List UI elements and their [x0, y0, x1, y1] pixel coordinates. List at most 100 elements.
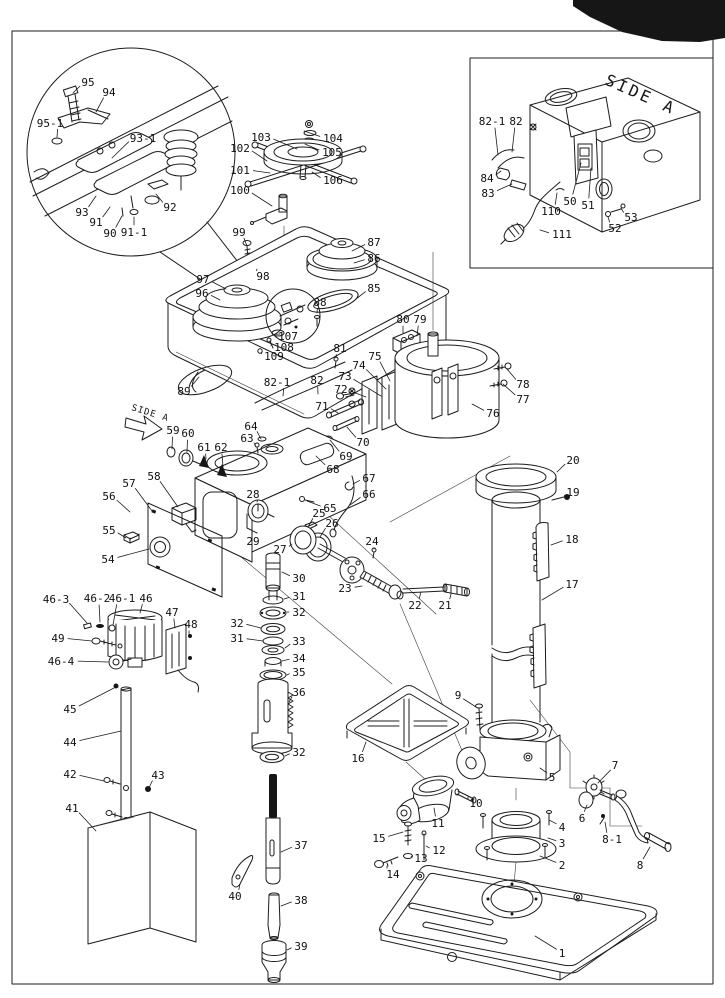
leader-line-35	[286, 673, 290, 676]
motor-shaft	[427, 333, 439, 357]
part-label-9: 9	[455, 689, 462, 702]
leader-line-39	[286, 947, 292, 951]
part-label-25: 25	[312, 507, 325, 520]
rod-71	[329, 399, 362, 418]
washer-46-2	[96, 624, 104, 628]
leader-line-64	[256, 431, 262, 440]
part-label-46-3: 46-3	[43, 593, 70, 606]
leader-line-40	[238, 883, 241, 890]
part-label-43: 43	[151, 769, 164, 782]
part-label-4: 4	[559, 821, 566, 834]
base-slot	[408, 902, 494, 926]
spring-pin-100	[278, 195, 288, 213]
part-label-8-1: 8-1	[602, 833, 622, 846]
leader-line-91	[102, 206, 111, 218]
part-label-44: 44	[63, 736, 77, 749]
rod-70	[335, 416, 358, 431]
part-label-46-1: 46-1	[109, 592, 136, 605]
circlip-31b	[262, 636, 284, 646]
leader-line-34	[281, 658, 290, 662]
part-label-1: 1	[559, 947, 566, 960]
leader-line-23	[354, 585, 363, 588]
part-label-19: 19	[566, 486, 579, 499]
wire-82	[497, 156, 525, 169]
part-label-45: 45	[63, 703, 76, 716]
part-label-70: 70	[356, 436, 369, 449]
leader-line-8-1	[604, 821, 608, 833]
part-label-62: 62	[214, 441, 227, 454]
part-label-15: 15	[372, 832, 385, 845]
leader-line-95	[72, 85, 81, 94]
leader-line-99	[243, 237, 248, 247]
part-label-13: 13	[414, 852, 427, 865]
leader-line-46-4	[77, 660, 109, 663]
inset-detail-circle	[26, 47, 236, 257]
bearing-32	[259, 606, 287, 620]
part-label-63: 63	[240, 432, 253, 445]
part-label-18: 18	[565, 533, 578, 546]
part-label-16: 16	[351, 752, 364, 765]
leader-line-73	[353, 378, 382, 397]
leader-line-15	[388, 831, 404, 837]
part-label-80: 80	[396, 313, 409, 326]
part-label-27: 27	[273, 543, 286, 556]
part-label-71: 71	[315, 400, 328, 413]
leader-line-90	[115, 215, 123, 228]
part-label-104: 104	[323, 132, 343, 145]
leader-line-19	[563, 495, 567, 497]
leader-line-84	[495, 170, 502, 176]
part-label-12: 12	[432, 844, 445, 857]
diagram-frame	[11, 30, 714, 985]
screw-48b	[188, 656, 192, 660]
part-label-8: 8	[637, 859, 644, 872]
screw-9	[475, 703, 483, 709]
rack-18a	[535, 522, 550, 582]
leader-line-71	[330, 408, 339, 414]
table-16	[345, 685, 469, 761]
screw-45	[113, 683, 119, 689]
screw-109	[257, 348, 263, 354]
leader-line-58	[159, 481, 179, 508]
leader-line-1	[534, 935, 557, 950]
clamp-flange-2	[475, 835, 557, 863]
leader-line-51	[588, 167, 592, 199]
part-label-82-1: 82-1	[479, 115, 506, 128]
guard-41-front	[87, 811, 151, 945]
part-label-17: 17	[565, 578, 578, 591]
leader-line-38	[280, 901, 292, 907]
part-label-48: 48	[184, 618, 197, 631]
spindle-37	[265, 817, 281, 885]
leader-line-47	[173, 618, 176, 629]
chuck-39	[261, 944, 287, 981]
leader-line-87	[351, 244, 366, 252]
part-label-79: 79	[413, 313, 426, 326]
spindle-threads	[269, 774, 277, 818]
clip-67	[344, 481, 354, 491]
leader-line-18	[550, 540, 563, 546]
bracket-47	[165, 623, 187, 675]
screw-77	[500, 379, 508, 387]
part-label-82: 82	[509, 115, 522, 128]
screw-49	[91, 637, 101, 645]
part-label-89: 89	[177, 385, 190, 398]
part-label-2: 2	[559, 859, 566, 872]
handle-66	[333, 475, 355, 531]
leader-line-65	[306, 500, 321, 507]
part-label-99: 99	[232, 226, 245, 239]
guard-assembly	[87, 683, 197, 945]
part-label-105: 105	[322, 146, 342, 159]
belt-85	[307, 289, 359, 313]
part-label-38: 38	[294, 894, 307, 907]
part-label-33: 33	[292, 635, 305, 648]
part-label-51: 51	[581, 199, 594, 212]
power-cord-111	[520, 181, 561, 231]
crank-arm-8	[614, 795, 649, 844]
leader-line-42	[79, 775, 105, 782]
part-label-102: 102	[230, 142, 250, 155]
handle-knob-21	[444, 583, 468, 597]
quill-rack-teeth	[287, 691, 294, 729]
quill-36	[251, 683, 293, 749]
bearing-32b	[260, 623, 286, 635]
part-label-10: 10	[469, 797, 482, 810]
